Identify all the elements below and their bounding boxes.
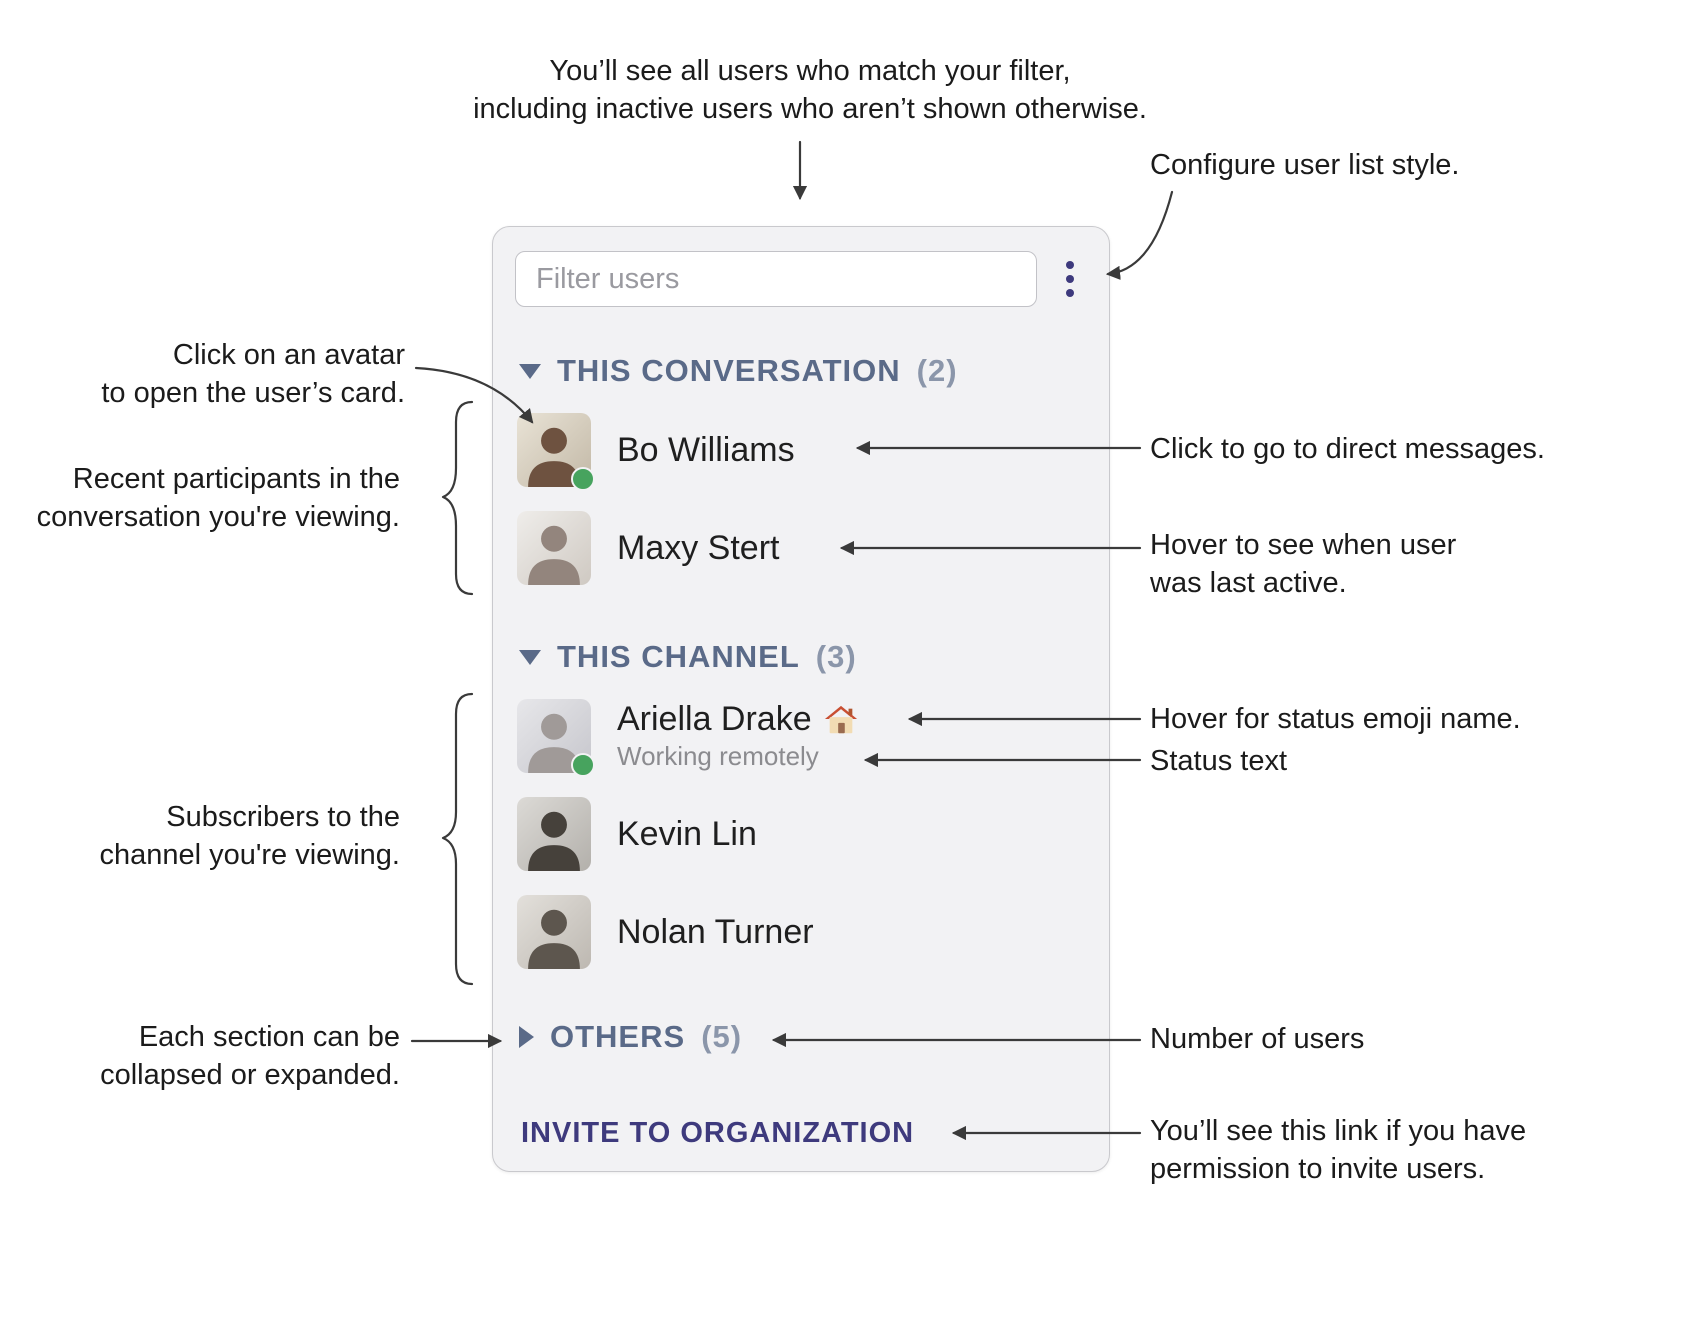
annotation-status-emoji: Hover for status emoji name. <box>1150 703 1521 735</box>
section-count: (5) <box>701 1019 743 1054</box>
user-row-kevin-lin[interactable]: Kevin Lin <box>517 797 1085 871</box>
avatar-photo <box>517 511 591 585</box>
brace-conversation-icon <box>441 400 474 596</box>
user-row-ariella-drake[interactable]: Ariella Drake Working remotely <box>517 699 1085 777</box>
annotation-collapse: Each section can be collapsed or expande… <box>100 1021 400 1092</box>
invite-to-organization-link[interactable]: INVITE TO ORGANIZATION <box>521 1117 915 1149</box>
kebab-menu-icon <box>1066 289 1074 297</box>
avatar-photo <box>517 797 591 871</box>
section-header-this-channel[interactable]: THIS CHANNEL (3) <box>519 639 1083 675</box>
user-row-nolan-turner[interactable]: Nolan Turner <box>517 895 1085 969</box>
section-header-this-conversation[interactable]: THIS CONVERSATION (2) <box>519 353 1083 389</box>
kebab-menu-icon <box>1066 261 1074 269</box>
annotation-invite-permission: You’ll see this link if you have permiss… <box>1150 1115 1527 1186</box>
house-status-emoji-icon[interactable] <box>824 703 858 737</box>
triangle-down-icon <box>519 649 541 665</box>
user-name-line: Ariella Drake <box>617 700 858 739</box>
annotation-status-text: Status text <box>1150 745 1288 777</box>
avatar[interactable] <box>517 511 591 585</box>
avatar[interactable] <box>517 699 595 777</box>
section-count: (3) <box>815 639 857 674</box>
brace-channel-icon <box>441 692 474 986</box>
user-list-menu-button[interactable] <box>1053 251 1087 307</box>
avatar[interactable] <box>517 797 591 871</box>
user-list-panel: THIS CONVERSATION (2) Bo Williams Maxy S… <box>492 226 1110 1172</box>
online-presence-dot <box>571 753 595 777</box>
section-label: THIS CONVERSATION <box>557 353 901 388</box>
annotation-direct-messages: Click to go to direct messages. <box>1150 433 1545 465</box>
annotation-subscribers: Subscribers to the channel you're viewin… <box>99 801 400 872</box>
user-name[interactable]: Ariella Drake <box>617 700 812 738</box>
connector-configure <box>1105 190 1174 281</box>
annotation-recent-participants: Recent participants in the conversation … <box>36 463 400 534</box>
annotation-configure: Configure user list style. <box>1150 149 1460 181</box>
triangle-right-icon <box>519 1026 534 1048</box>
user-name[interactable]: Kevin Lin <box>617 814 757 853</box>
user-text: Ariella Drake Working remotely <box>617 700 858 772</box>
avatar-photo <box>517 895 591 969</box>
user-name[interactable]: Bo Williams <box>617 430 795 469</box>
annotation-number-of-users: Number of users <box>1150 1023 1365 1055</box>
kebab-menu-icon <box>1066 275 1074 283</box>
section-label: OTHERS <box>550 1019 686 1054</box>
user-name[interactable]: Maxy Stert <box>617 528 780 567</box>
filter-row <box>515 251 1087 307</box>
filter-users-input[interactable] <box>515 251 1037 307</box>
user-name[interactable]: Nolan Turner <box>617 912 814 951</box>
section-header-others[interactable]: OTHERS (5) <box>519 1019 1083 1055</box>
avatar[interactable] <box>517 413 595 491</box>
annotation-avatar-click: Click on an avatar to open the user’s ca… <box>101 339 405 410</box>
section-label: THIS CHANNEL <box>557 639 800 674</box>
annotation-last-active: Hover to see when user was last active. <box>1150 529 1457 600</box>
triangle-down-icon <box>519 363 541 379</box>
user-row-bo-williams[interactable]: Bo Williams <box>517 413 1085 491</box>
avatar[interactable] <box>517 895 591 969</box>
user-status-text: Working remotely <box>617 741 819 771</box>
annotation-filter-note: You’ll see all users who match your filt… <box>473 55 1147 126</box>
online-presence-dot <box>571 467 595 491</box>
section-count: (2) <box>916 353 958 388</box>
user-row-maxy-stert[interactable]: Maxy Stert <box>517 511 1085 585</box>
